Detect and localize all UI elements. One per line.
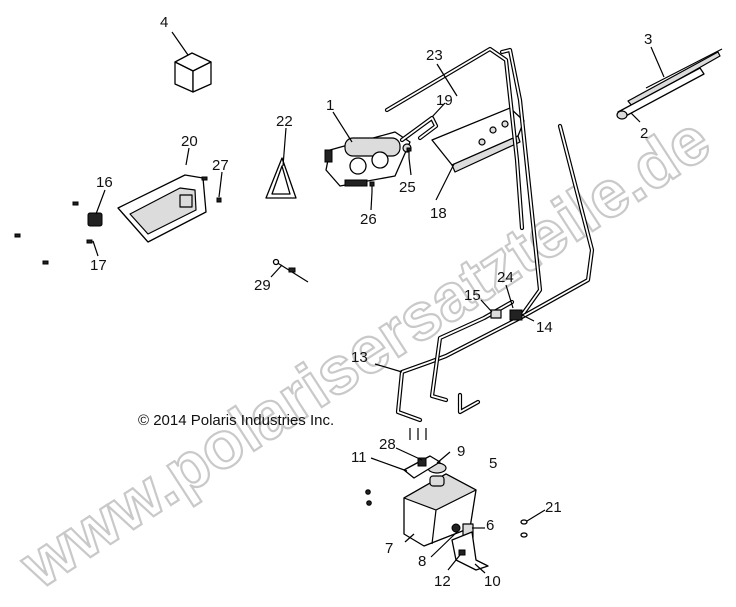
part-4-kit-box: [174, 52, 212, 93]
callout-29: 29: [254, 277, 271, 294]
part-18-cover-plate: [431, 107, 525, 173]
callout-9: 9: [457, 443, 465, 460]
part-26-bolt: [369, 181, 375, 192]
part-15-connector: [490, 309, 502, 319]
callout-21: 21: [545, 499, 562, 516]
callout-3: 3: [644, 31, 652, 48]
leader-lines: [92, 31, 665, 574]
part-1-wiper-motor: [324, 131, 412, 187]
part-13-23-washer-hoses: [384, 46, 595, 440]
callout-24: 24: [497, 269, 514, 286]
callout-5: 5: [489, 455, 497, 472]
callout-15: 15: [464, 287, 481, 304]
part-22-triangle: [265, 157, 297, 199]
callout-26: 26: [360, 211, 377, 228]
callout-8: 8: [418, 553, 426, 570]
part-12-nut: [458, 549, 466, 556]
part-19-hose: [399, 115, 439, 143]
copyright-text: © 2014 Polaris Industries Inc.: [138, 412, 334, 429]
callout-1: 1: [326, 97, 334, 114]
part-24-tee: [509, 309, 523, 321]
callout-23: 23: [426, 47, 443, 64]
callout-19: 19: [436, 92, 453, 109]
callout-12: 12: [434, 573, 451, 590]
part-25-screw: [406, 147, 412, 158]
part-8-grommet: [451, 523, 461, 533]
part-5-fasteners: [365, 489, 372, 506]
callout-25: 25: [399, 179, 416, 196]
callout-7: 7: [385, 540, 393, 557]
callout-13: 13: [351, 349, 368, 366]
part-27-screws: [201, 176, 222, 203]
callout-17: 17: [90, 257, 107, 274]
part-10-bracket: [451, 531, 489, 571]
callout-11: 11: [351, 449, 367, 466]
part-21-nuts: [520, 519, 528, 538]
callout-16: 16: [96, 174, 113, 191]
callout-10: 10: [484, 573, 501, 590]
part-16-switch: [87, 212, 103, 227]
callout-20: 20: [181, 133, 198, 150]
callout-6: 6: [486, 517, 494, 534]
callout-14: 14: [536, 319, 553, 336]
callout-4: 4: [160, 14, 168, 31]
callout-22: 22: [276, 113, 293, 130]
part-28-fitting: [417, 457, 427, 467]
callout-28: 28: [379, 436, 396, 453]
part-29-clip: [272, 258, 309, 283]
callout-2: 2: [640, 125, 648, 142]
callout-27: 27: [212, 157, 229, 174]
part-20-tray-bracket: [117, 174, 207, 243]
part-17-fasteners: [14, 201, 93, 265]
part-2-3-wiper-assembly: [616, 48, 723, 120]
callout-18: 18: [430, 205, 447, 222]
